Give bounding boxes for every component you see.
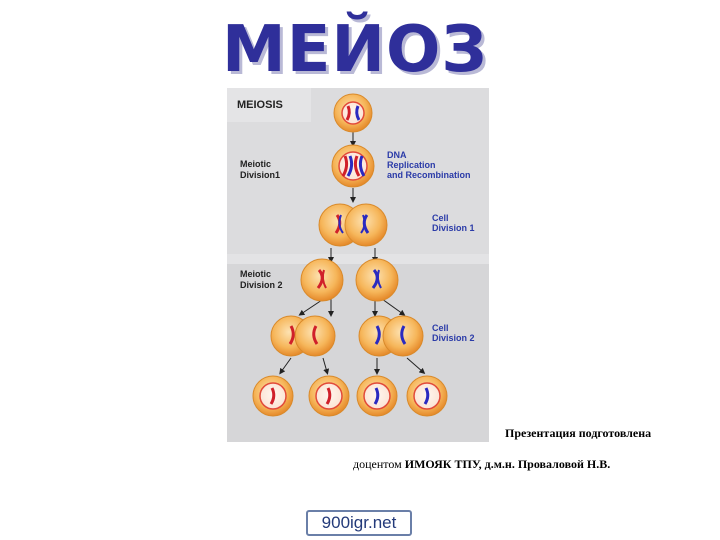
division2-pairs (270, 315, 424, 357)
stage2-label-line1: Meiotic (240, 269, 271, 279)
stage1-label-line2: Division1 (240, 170, 280, 180)
stage2-label-line2: Division 2 (240, 280, 283, 290)
meiosis-diagram: MEIOSIS Meiotic Division1 Meiotic Divisi… (227, 88, 489, 442)
replicated-cell (331, 144, 375, 188)
site-badge-link[interactable]: 900igr.net (306, 510, 412, 536)
parent-cell (333, 93, 373, 133)
credit-prefix: доцентом (353, 457, 405, 471)
slide-title: МЕЙОЗ (222, 13, 488, 87)
credit-author: ИМОЯК ТПУ, д.м.н. Проваловой Н.В. (404, 457, 611, 471)
dna-label-line3: and Recombination (387, 170, 471, 180)
daughter-cells-1 (300, 258, 399, 302)
dna-label-line1: DNA (387, 150, 407, 160)
credit-line-2: доцентом ИМОЯК ТПУ, д.м.н. Проваловой Н.… (353, 457, 610, 472)
header-box (227, 88, 311, 122)
diagram-header: MEIOSIS (237, 99, 283, 111)
dna-label-line2: Replication (387, 160, 436, 170)
stage1-label-line1: Meiotic (240, 159, 271, 169)
cell1-label-line2: Division 1 (432, 223, 475, 233)
division1-pair (318, 203, 388, 247)
cell2-label-line2: Division 2 (432, 333, 475, 343)
cell1-label-line1: Cell (432, 213, 449, 223)
cell2-label-line1: Cell (432, 323, 449, 333)
gamete-cells (252, 375, 448, 417)
credit-line-1: Презентация подготовлена (505, 426, 652, 440)
